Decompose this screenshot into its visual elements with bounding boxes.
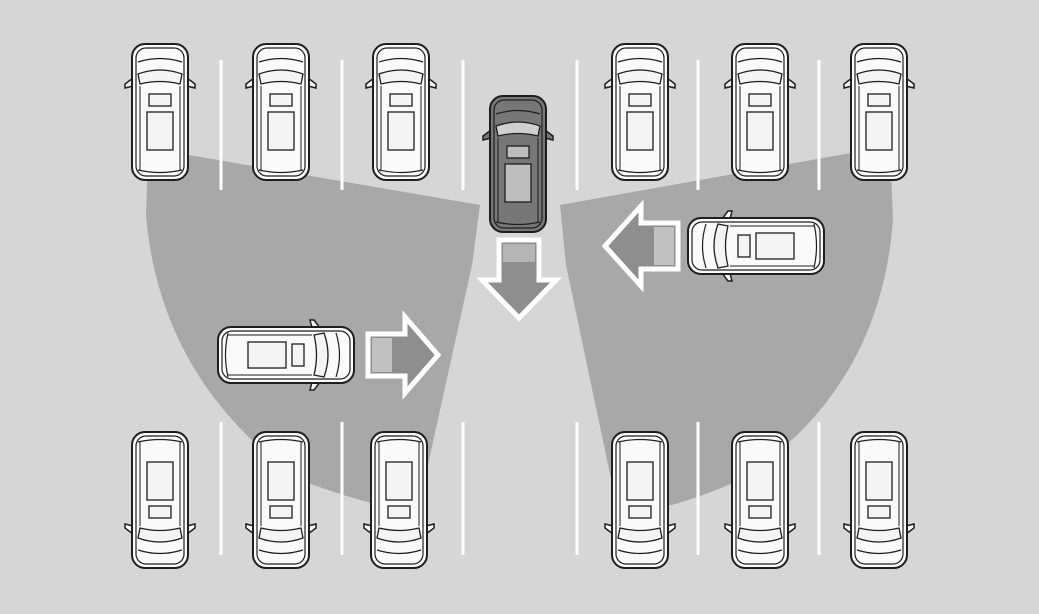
parked-car-icon [363, 431, 435, 569]
parked-car-icon [124, 431, 196, 569]
parked-car-icon [843, 431, 915, 569]
arrow-left-icon [601, 199, 681, 293]
parked-car-icon [724, 431, 796, 569]
stall-lines-top [219, 60, 821, 190]
stall-lines-bottom [219, 422, 821, 555]
parked-car-icon [843, 43, 915, 181]
parked-car-icon [245, 43, 317, 181]
parked-car-icon [604, 43, 676, 181]
crossing-car-icon [687, 210, 825, 282]
parked-car-icon [724, 43, 796, 181]
parked-car-icon [604, 431, 676, 569]
arrow-down-icon [476, 237, 562, 322]
parked-car-icon [124, 43, 196, 181]
crossing-car-icon [217, 319, 355, 391]
parked-car-icon [245, 431, 317, 569]
arrow-right-icon [365, 310, 442, 400]
reversing-car-icon [482, 95, 554, 233]
parked-car-icon [365, 43, 437, 181]
